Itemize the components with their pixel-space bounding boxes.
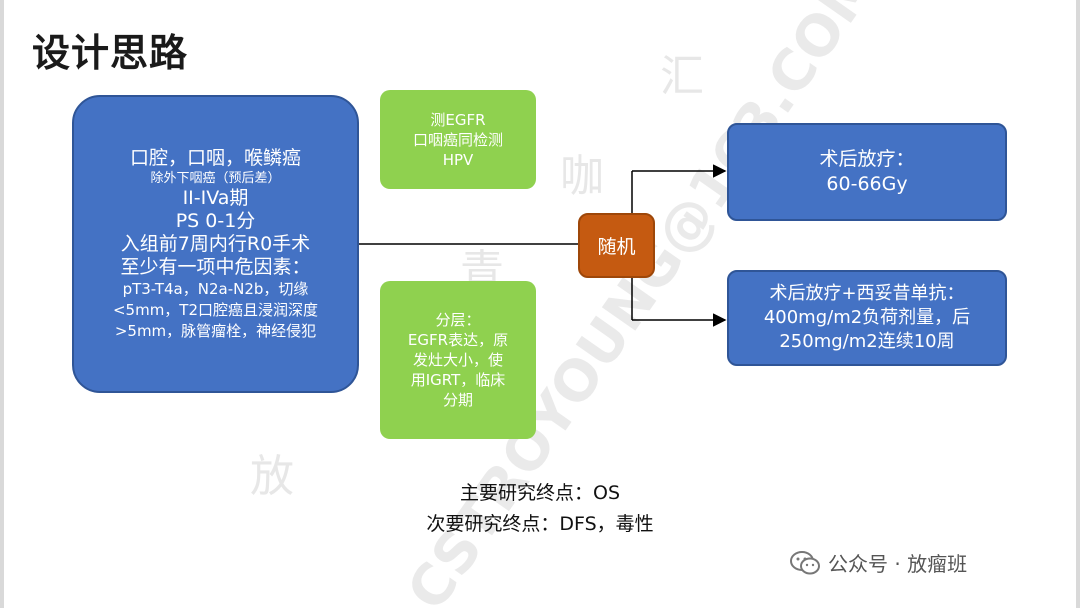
watermark-char: 放: [250, 451, 294, 502]
endpoints: 主要研究终点：OS 次要研究终点：DFS，毒性: [380, 478, 700, 540]
inclusion-criteria-box: 口腔，口咽，喉鳞癌 除外下咽癌（预后差） II-IVa期 PS 0-1分 入组前…: [72, 95, 359, 393]
stratification-box: 分层： EGFR表达，原 发灶大小，使 用IGRT，临床 分期: [380, 281, 536, 439]
arm-cetuximab-box: 术后放疗+西妥昔单抗： 400mg/m2负荷剂量，后 250mg/m2连续10周: [727, 270, 1007, 366]
inclusion-line: 除外下咽癌（预后差）: [150, 170, 281, 186]
watermark-char: 汇: [660, 51, 704, 102]
arm1-line: 术后放疗：: [819, 148, 915, 170]
egfr-test-box: 测EGFR 口咽癌同检测 HPV: [380, 90, 536, 189]
primary-endpoint: 主要研究终点：OS: [459, 482, 621, 504]
inclusion-line: 至少有一项中危因素：: [120, 255, 311, 278]
random-label: 随机: [597, 236, 636, 258]
inclusion-line: PS 0-1分: [175, 209, 256, 232]
arm2-line: 400mg/m2负荷剂量，后: [763, 307, 971, 328]
test-line: 测EGFR: [430, 110, 486, 129]
randomization-node: 随机: [578, 213, 655, 278]
arm2-line: 术后放疗+西妥昔单抗：: [769, 283, 965, 304]
strat-line: 发灶大小，使: [412, 351, 503, 369]
inclusion-line: 口腔，口咽，喉鳞癌: [129, 146, 301, 169]
arm2-line: 250mg/m2连续10周: [779, 331, 955, 352]
inclusion-line: II-IVa期: [182, 186, 249, 209]
arm1-line: 60-66Gy: [826, 173, 908, 195]
test-line: 口咽癌同检测: [412, 130, 503, 149]
watermark-char: 咖: [560, 151, 604, 202]
secondary-endpoint: 次要研究终点：DFS，毒性: [426, 513, 654, 535]
footer-account: 公众号 · 放瘤班: [790, 548, 967, 577]
strat-line: EGFR表达，原: [407, 331, 509, 349]
inclusion-line: 入组前7周内行R0手术: [120, 232, 311, 255]
footer-text: 公众号 · 放瘤班: [828, 552, 968, 576]
slide-title: 设计思路: [32, 31, 189, 75]
inclusion-line: <5mm，T2口腔癌且浸润深度: [112, 300, 319, 319]
strat-line: 分期: [442, 391, 473, 409]
inclusion-line: pT3-T4a，N2a-N2b，切缘: [122, 279, 309, 298]
strat-line: 用IGRT，临床: [410, 371, 506, 389]
strat-line: 分层：: [435, 311, 481, 329]
inclusion-line: >5mm，脉管瘤栓，神经侵犯: [114, 321, 317, 340]
wechat-icon: [790, 550, 820, 574]
test-line: HPV: [442, 150, 474, 169]
arm-radiotherapy-box: 术后放疗： 60-66Gy: [727, 123, 1007, 221]
